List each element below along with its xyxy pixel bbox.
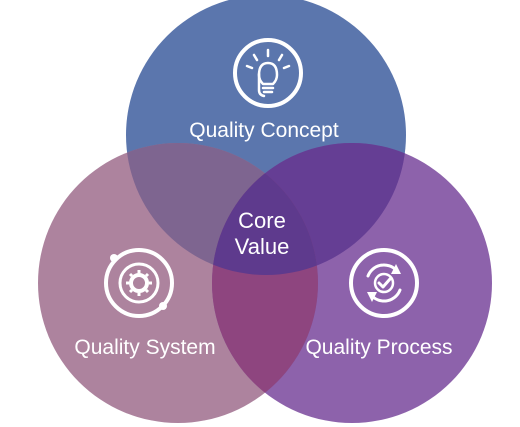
core-value-label-line2: Value [235,234,290,259]
quality-process-label: Quality Process [305,336,452,359]
lightbulb-hand-icon [233,38,303,108]
core-value-label-line1: Core [238,208,286,233]
overlap-core-value [212,143,318,275]
gear-orbit-icon [104,248,174,318]
cycle-check-icon [349,248,419,318]
quality-system-label: Quality System [74,336,215,359]
quality-concept-label: Quality Concept [189,119,339,142]
